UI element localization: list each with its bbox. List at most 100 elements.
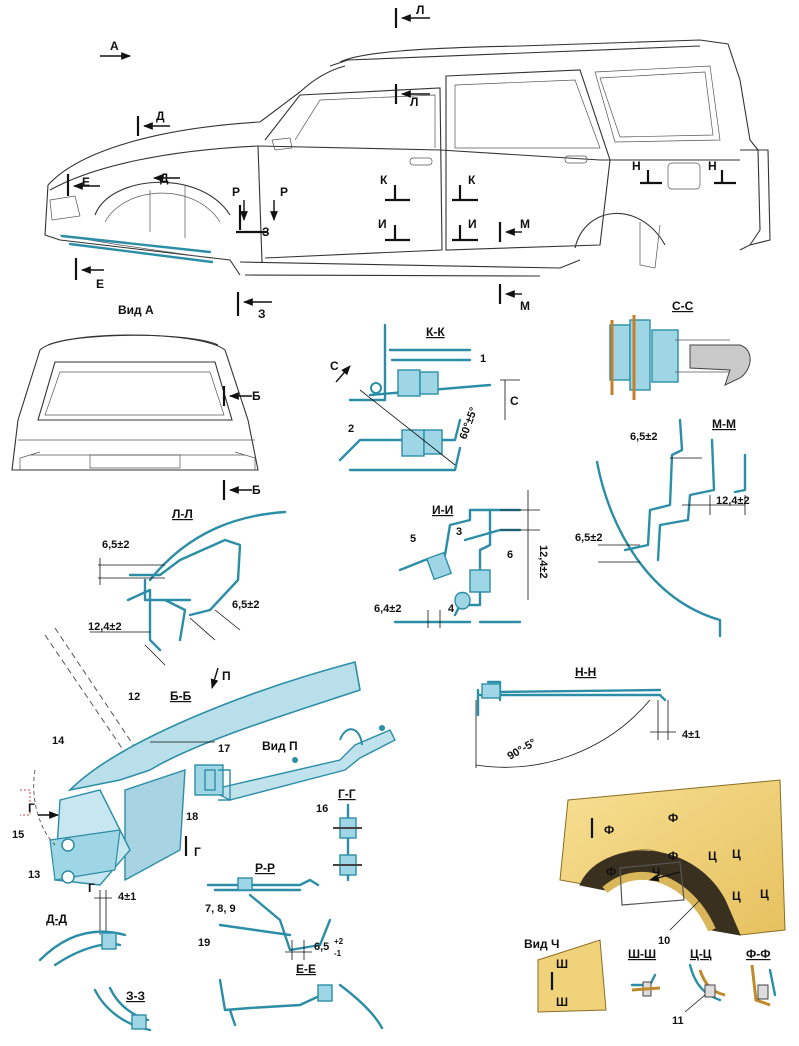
callout-10: 10	[658, 935, 670, 947]
sec-ts-3: Ц	[732, 889, 741, 903]
dim-nn-41: 4±1	[682, 729, 700, 741]
callout-18: 18	[186, 811, 198, 823]
sec-c-right: С	[510, 394, 519, 408]
section-bb: Б-Б П 12 14 17 15 13 18 Г Г Г	[12, 627, 361, 895]
sec-sh-2: Ш	[556, 995, 568, 1009]
sec-f-2: Ф	[668, 811, 678, 825]
sec-g-left: Г	[28, 801, 35, 815]
callout-11: 11	[672, 1015, 684, 1027]
callout-2: 2	[348, 423, 354, 435]
view-p-title: Вид П	[262, 739, 298, 753]
dim-mm-65-left: 6,5±2	[575, 532, 602, 544]
dim-ii-64: 6,4±2	[374, 603, 401, 615]
section-ll: Л-Л 6,5±2 12,4±2 6,5±2	[88, 507, 287, 666]
callout-13: 13	[28, 869, 40, 881]
sec-d-mid: Д	[160, 171, 169, 185]
callout-5: 5	[410, 533, 416, 545]
section-nn: Н-Н 90°-5° 4±1	[475, 665, 700, 768]
section-gg-title: Г-Г	[338, 787, 356, 801]
sec-b-bottom: Б	[252, 483, 261, 497]
sec-n-left: Н	[632, 159, 641, 173]
section-dd: 4±1 Д-Д	[38, 890, 136, 967]
sec-r-left: Р	[232, 185, 240, 199]
section-ee-title: Е-Е	[296, 962, 316, 976]
callout-6: 6	[507, 549, 513, 561]
view-a-arrow-label: А	[110, 39, 119, 53]
sec-ts-4: Ц	[760, 887, 769, 901]
car-side-view	[44, 39, 771, 277]
section-rr-title: Р-Р	[255, 861, 275, 875]
sec-k-right: К	[468, 173, 476, 187]
view-p: Вид П	[194, 725, 396, 801]
section-zz: З-З	[93, 986, 152, 1032]
section-ss-title: С-С	[672, 299, 694, 313]
section-shsh: Ш-Ш	[628, 947, 661, 997]
sec-e-top: Е	[82, 175, 90, 189]
dim-rr-tol-dn: -1	[334, 949, 342, 958]
section-callouts-main: А Л Л Д Д Е Е Р Р З З К К И И М	[66, 3, 717, 321]
sec-g-right: Г	[194, 845, 201, 859]
dim-ll-65-left: 6,5±2	[102, 539, 129, 551]
section-mm-title: М-М	[712, 417, 736, 431]
sec-g-bottom: Г	[88, 881, 95, 895]
callout-19: 19	[198, 937, 210, 949]
dim-mm-124: 12,4±2	[716, 495, 750, 507]
section-ee: Е-Е	[218, 962, 384, 1030]
sec-m-mid: М	[520, 217, 530, 231]
sec-i-right: И	[468, 217, 477, 231]
sec-l-top: Л	[416, 3, 424, 17]
view-p-arrow-label: П	[222, 669, 231, 683]
angle-60: 60°±5°	[458, 406, 481, 441]
callout-789: 7, 8, 9	[205, 903, 236, 915]
sec-e-bottom: Е	[96, 277, 104, 291]
sec-k-left: К	[380, 173, 388, 187]
sec-b-top: Б	[252, 389, 261, 403]
view-a: Вид А Б Б	[11, 303, 261, 500]
section-tsts: Ц-Ц 11	[672, 947, 726, 1027]
section-nn-title: Н-Н	[575, 665, 596, 679]
sec-m-bottom: М	[520, 299, 530, 313]
dim-rr-tol-up: +2	[334, 937, 344, 946]
section-gg: Г-Г 16	[316, 787, 362, 882]
angle-90: 90°-5°	[506, 737, 539, 763]
dim-dd-41: 4±1	[118, 891, 136, 903]
callout-12: 12	[128, 691, 140, 703]
sec-z-bottom: З	[258, 307, 266, 321]
callout-1: 1	[480, 353, 486, 365]
sec-r-right: Р	[280, 185, 288, 199]
section-mm: М-М 6,5±2 12,4±2 6,5±2	[575, 417, 750, 638]
sec-f-1: Ф	[604, 823, 614, 837]
section-ff: Ф-Ф	[746, 947, 777, 1007]
section-rr: Р-Р 7, 8, 9 19 6,5 +2 -1	[198, 861, 344, 960]
view-ch-title: Вид Ч	[524, 937, 559, 951]
sec-ch: Ч	[652, 865, 660, 879]
sec-sh-1: Ш	[556, 957, 568, 971]
section-dd-title: Д-Д	[46, 912, 68, 926]
sec-f-4: Ф	[606, 865, 616, 879]
sec-ts-2: Ц	[732, 847, 741, 861]
sec-n-right: Н	[708, 159, 717, 173]
dim-ll-124: 12,4±2	[88, 621, 122, 633]
sec-z-mid: З	[262, 225, 270, 239]
sec-f-3: Ф	[668, 849, 678, 863]
sec-i-left: И	[378, 217, 387, 231]
dim-rr-65: 6,5	[314, 941, 329, 953]
sec-c-left: С	[330, 359, 339, 373]
dim-mm-65-top: 6,5±2	[630, 431, 657, 443]
callout-14: 14	[52, 735, 65, 747]
sec-l-mid: Л	[410, 95, 418, 109]
section-zz-title: З-З	[126, 989, 145, 1003]
dim-ll-65-right: 6,5±2	[232, 599, 259, 611]
callout-15: 15	[12, 829, 24, 841]
front-fender-illustration: Ф Ф Ф Ф Ц Ц Ц Ц Ч 10	[559, 779, 786, 947]
section-ii-title: И-И	[432, 503, 453, 517]
section-shsh-title: Ш-Ш	[628, 947, 656, 961]
callout-16: 16	[316, 803, 328, 815]
section-ff-title: Ф-Ф	[746, 947, 770, 961]
section-tsts-title: Ц-Ц	[690, 947, 712, 961]
callout-3: 3	[456, 526, 462, 538]
section-kk: К-К С С 60°±5° 1 2	[330, 323, 520, 472]
section-kk-title: К-К	[426, 325, 445, 339]
callout-17: 17	[218, 743, 230, 755]
